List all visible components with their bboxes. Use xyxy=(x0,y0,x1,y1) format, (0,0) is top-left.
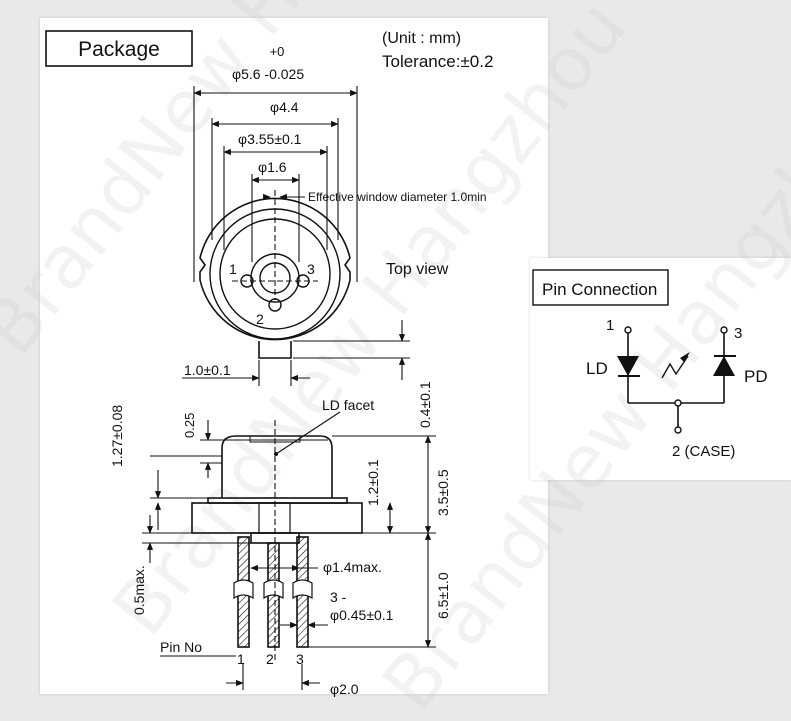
pd-diode-icon xyxy=(713,356,735,376)
ld-diode-icon xyxy=(617,356,639,376)
unit-label: (Unit : mm) xyxy=(382,30,461,47)
dim-3-pins: 3 - xyxy=(330,589,347,605)
ld-facet-point xyxy=(274,452,278,456)
dim-0.25: 0.25 xyxy=(182,413,197,438)
dim-0.45: φ0.45±0.1 xyxy=(330,607,394,623)
dim-outer: φ5.6 -0.025 xyxy=(232,66,304,82)
side-pin-3: 3 xyxy=(296,651,304,667)
side-dimensions xyxy=(142,411,436,690)
lead-breaks xyxy=(233,579,313,600)
dim-0.5max: 0.5max. xyxy=(131,565,147,615)
pin-connection-pin1: 1 xyxy=(606,317,614,334)
side-pin-2: 2 xyxy=(266,651,274,667)
title-box xyxy=(45,30,193,67)
top-pin-2: 2 xyxy=(256,311,264,327)
dim-1.6: φ1.6 xyxy=(258,159,287,175)
dim-1.2: 1.2±0.1 xyxy=(365,459,381,506)
ld-facet-label: LD facet xyxy=(322,397,374,413)
top-view-label: Top view xyxy=(386,261,449,278)
window-label: Effective window diameter 1.0min xyxy=(308,190,487,204)
package-sheet xyxy=(40,18,548,694)
top-pin-3: 3 xyxy=(307,261,315,277)
dim-2.0: φ2.0 xyxy=(330,681,359,697)
pin-connection-title: Pin Connection xyxy=(542,280,657,299)
junction-node xyxy=(674,399,682,407)
ld-label: LD xyxy=(586,359,608,378)
pin-no-label: Pin No xyxy=(160,639,202,655)
dim-1.27: 1.27±0.08 xyxy=(109,405,125,467)
pin1-terminal xyxy=(624,326,632,334)
pin3-terminal xyxy=(720,326,728,334)
dim-outer-upper: +0 xyxy=(270,44,285,59)
dim-4.4: φ4.4 xyxy=(270,99,299,115)
dim-1.4max: φ1.4max. xyxy=(323,559,382,575)
dim-3.55: φ3.55±0.1 xyxy=(238,131,302,147)
dim-0.4: 0.4±0.1 xyxy=(417,381,433,428)
side-pin-1: 1 xyxy=(237,651,245,667)
tolerance-label: Tolerance:±0.2 xyxy=(382,52,493,71)
top-pin-1: 1 xyxy=(229,261,237,277)
dim-6.5: 6.5±1.0 xyxy=(435,572,451,619)
case-terminal xyxy=(674,426,682,434)
dim-tab: 1.0±0.1 xyxy=(184,362,231,378)
pin-connection-title-box xyxy=(532,269,669,306)
pin-connection-pin3: 3 xyxy=(734,325,742,342)
tab-dimension xyxy=(182,320,410,386)
top-view xyxy=(193,86,358,359)
pd-label: PD xyxy=(744,367,768,386)
package-title: Package xyxy=(78,38,160,61)
case-label: 2 (CASE) xyxy=(672,443,735,460)
dim-3.5: 3.5±0.5 xyxy=(435,469,451,516)
light-arrow-icon xyxy=(680,352,690,362)
